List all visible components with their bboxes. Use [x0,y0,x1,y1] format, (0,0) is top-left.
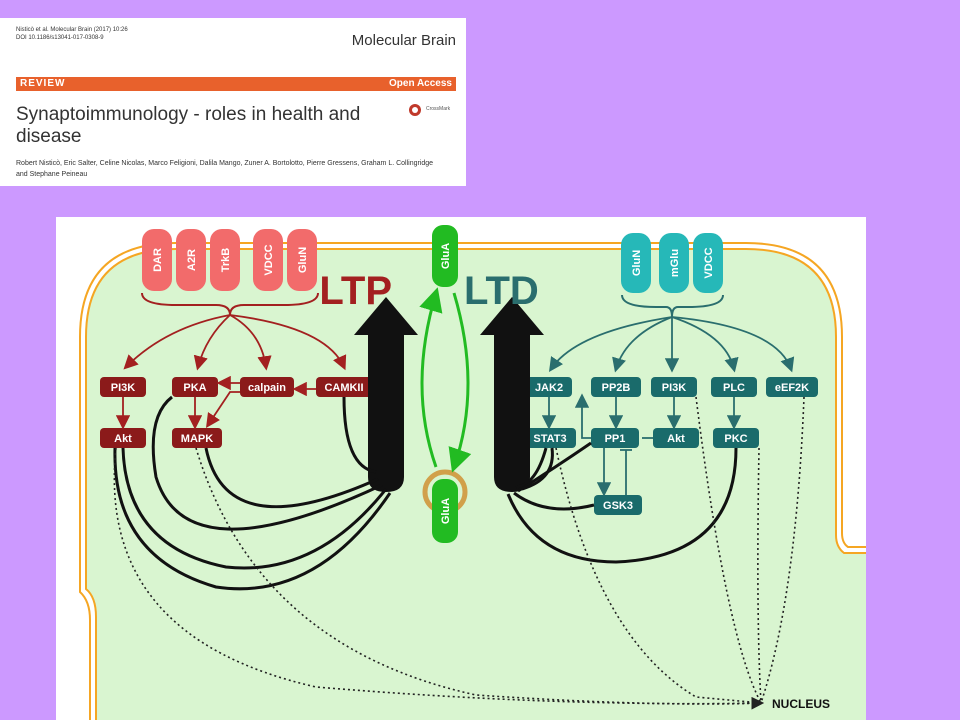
ltd-node-plc[interactable]: PLC [711,377,757,397]
svg-text:PP2B: PP2B [602,382,631,394]
ltp-connectors [113,395,392,591]
svg-text:calpain: calpain [248,382,286,394]
svg-text:A2R: A2R [186,249,198,271]
ltd-label: LTD [464,269,539,313]
ltd-internal-arrows [541,393,742,497]
section-band: REVIEW Open Access [16,77,456,91]
cytoplasm [86,249,866,720]
svg-text:mGlu: mGlu [669,249,681,277]
ltd-main-arrow [480,297,544,492]
synapse-diagram: DAR A2R TrkB VDCC GluN GluN mGlu VDCC [56,217,866,720]
svg-text:GluN: GluN [297,247,309,273]
svg-text:GSK3: GSK3 [603,500,633,512]
svg-text:PI3K: PI3K [111,382,136,394]
section-label: REVIEW [20,78,66,89]
svg-text:PI3K: PI3K [662,382,687,394]
citation: Nisticò et al. Molecular Brain (2017) 10… [16,26,128,42]
svg-text:PKC: PKC [724,433,747,445]
svg-text:MAPK: MAPK [181,433,213,445]
ltp-node-akt[interactable]: Akt [100,428,146,448]
ltp-main-arrow [354,297,418,492]
ltd-node-pp1[interactable]: PP1 [591,428,639,448]
svg-text:GluA: GluA [440,243,452,269]
glua-internalized-receptor[interactable]: GluA [432,479,458,543]
svg-text:eEF2K: eEF2K [775,382,809,394]
journal-name: Molecular Brain [351,32,456,49]
svg-text:TrkB: TrkB [220,248,232,273]
svg-text:PP1: PP1 [605,433,626,445]
ltp-receptor-a2r[interactable]: A2R [176,229,206,291]
membrane-outer [79,242,866,720]
ltp-node-calpain[interactable]: calpain [240,377,294,397]
glua-trafficking-arrows [419,287,472,473]
citation-line-2: DOI 10.1186/s13041-017-0308-9 [16,35,104,41]
ltd-node-pkc[interactable]: PKC [713,428,759,448]
ltd-node-pi3k[interactable]: PI3K [651,377,697,397]
svg-text:VDCC: VDCC [703,247,715,278]
citation-line-1: Nisticò et al. Molecular Brain (2017) 10… [16,27,128,33]
ltp-label: LTP [319,269,392,313]
svg-text:GluA: GluA [440,498,452,524]
svg-text:DAR: DAR [152,248,164,272]
ltp-receptor-glun[interactable]: GluN [287,229,317,291]
svg-text:VDCC: VDCC [263,244,275,275]
ltp-node-mapk[interactable]: MAPK [172,428,222,448]
ltd-node-eef2k[interactable]: eEF2K [766,377,818,397]
ltd-node-gsk3[interactable]: GSK3 [594,495,642,515]
ltd-connectors [506,441,738,564]
ltd-receptor-mglu[interactable]: mGlu [659,233,689,293]
ltd-receptor-glun[interactable]: GluN [621,233,651,293]
open-access-label: Open Access [389,78,452,89]
crossmark-icon[interactable] [408,103,422,117]
ltp-receptor-dar[interactable]: DAR [142,229,172,291]
ltd-node-stat3[interactable]: STAT3 [524,428,576,448]
nucleus-dotted-paths [113,396,805,710]
glua-membrane-receptor[interactable]: GluA [432,225,458,287]
ltd-receptor-vdcc[interactable]: VDCC [693,233,723,293]
ltd-node-pp2b[interactable]: PP2B [591,377,641,397]
svg-text:CAMKII: CAMKII [324,382,363,394]
ltd-node-jak2[interactable]: JAK2 [526,377,572,397]
ltd-node-akt[interactable]: Akt [653,428,699,448]
svg-text:PKA: PKA [183,382,206,394]
paper-title: Synaptoimmunology - roles in health and … [16,104,361,147]
ltp-node-pi3k[interactable]: PI3K [100,377,146,397]
nucleus-label: NUCLEUS [772,697,830,711]
svg-text:STAT3: STAT3 [533,433,566,445]
ltp-receptor-vdcc[interactable]: VDCC [253,229,283,291]
svg-text:PLC: PLC [723,382,745,394]
ltp-node-pka[interactable]: PKA [172,377,218,397]
ltp-branch-arrows [123,314,347,371]
ltd-branch-arrows [548,316,795,373]
crossmark-label: CrossMark [426,106,451,112]
svg-text:GluN: GluN [631,250,643,276]
membrane-inner [85,248,866,720]
paper-header: Nisticò et al. Molecular Brain (2017) 10… [0,18,466,186]
ltp-receptor-trkb[interactable]: TrkB [210,229,240,291]
svg-text:Akt: Akt [667,433,685,445]
svg-text:Akt: Akt [114,433,132,445]
author-list: Robert Nisticò, Eric Salter, Celine Nico… [16,160,434,178]
ltp-internal-arrows [115,375,316,430]
ltp-node-camkii[interactable]: CAMKII [316,377,372,397]
svg-text:JAK2: JAK2 [535,382,563,394]
